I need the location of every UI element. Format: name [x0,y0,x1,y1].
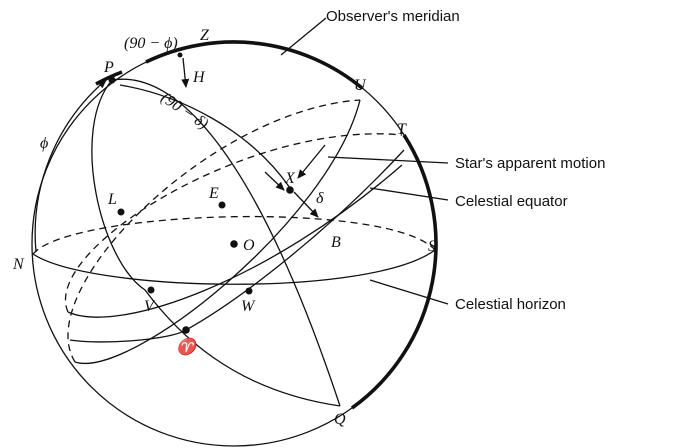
meridian-arc-near-p [95,70,123,86]
celestial-equator-front [67,164,403,318]
point-e-dot [218,201,226,209]
label-w: W [241,298,256,315]
label-t: T [397,121,407,138]
celestial-equator-back [64,133,403,313]
point-w-dot [245,287,253,295]
star-diurnal-circle-back [67,99,361,363]
observer-meridian-lower-arc [350,134,438,410]
observer-meridian-upper-arc [145,40,364,90]
point-z-dot [177,52,183,58]
label-u: U [354,77,367,94]
h-arrow [181,57,190,88]
callout-celestial-horizon: Celestial horizon [455,296,566,313]
label-e: E [208,185,219,202]
label-p: P [103,59,114,76]
great-circle-aries-lower [69,329,187,343]
label-x: X [284,170,296,187]
label-h: H [192,69,206,86]
callout-observers-meridian: Observer's meridian [326,8,460,25]
label-v: V [144,298,156,315]
great-circle-aries [185,149,405,331]
callout-stars-apparent-motion: Star's apparent motion [455,155,605,172]
angle-delta: δ [316,190,324,207]
leader-observer-meridian [280,17,327,56]
phi-arc [34,79,107,253]
label-b: B [331,234,341,251]
ninety-minus-delta-arc [119,84,291,189]
point-o-dot [230,240,238,248]
point-l-dot [117,208,125,216]
label-q: Q [334,411,346,428]
point-v-dot [147,286,155,294]
angle-ninety-minus-delta: (90 − δ) [158,89,211,133]
label-n: N [12,256,25,273]
star-motion-arrow [297,144,326,179]
celestial-horizon-front [32,249,436,285]
callout-celestial-equator: Celestial equator [455,193,568,210]
celestial-horizon-back [32,215,436,255]
x-up-arrow [264,171,285,191]
hour-circle-pxq [111,78,341,407]
leader-celestial-equator [369,187,449,201]
hour-circle-plv [91,79,341,407]
label-o: O [243,237,255,254]
label-s: S [428,238,436,255]
angle-ninety-minus-phi: (90 − ϕ) [124,35,178,52]
point-p-dot [108,76,116,84]
label-aries: ♈ [176,337,199,356]
point-x-dot [286,186,294,194]
star-diurnal-circle-front [74,99,361,365]
point-aries-dot [182,326,190,334]
leader-star-motion [327,156,449,164]
delta-arrow [293,191,319,218]
angle-phi: ϕ [40,135,48,152]
label-l: L [107,191,117,208]
label-z: Z [200,27,210,44]
leader-celestial-horizon [369,279,449,305]
